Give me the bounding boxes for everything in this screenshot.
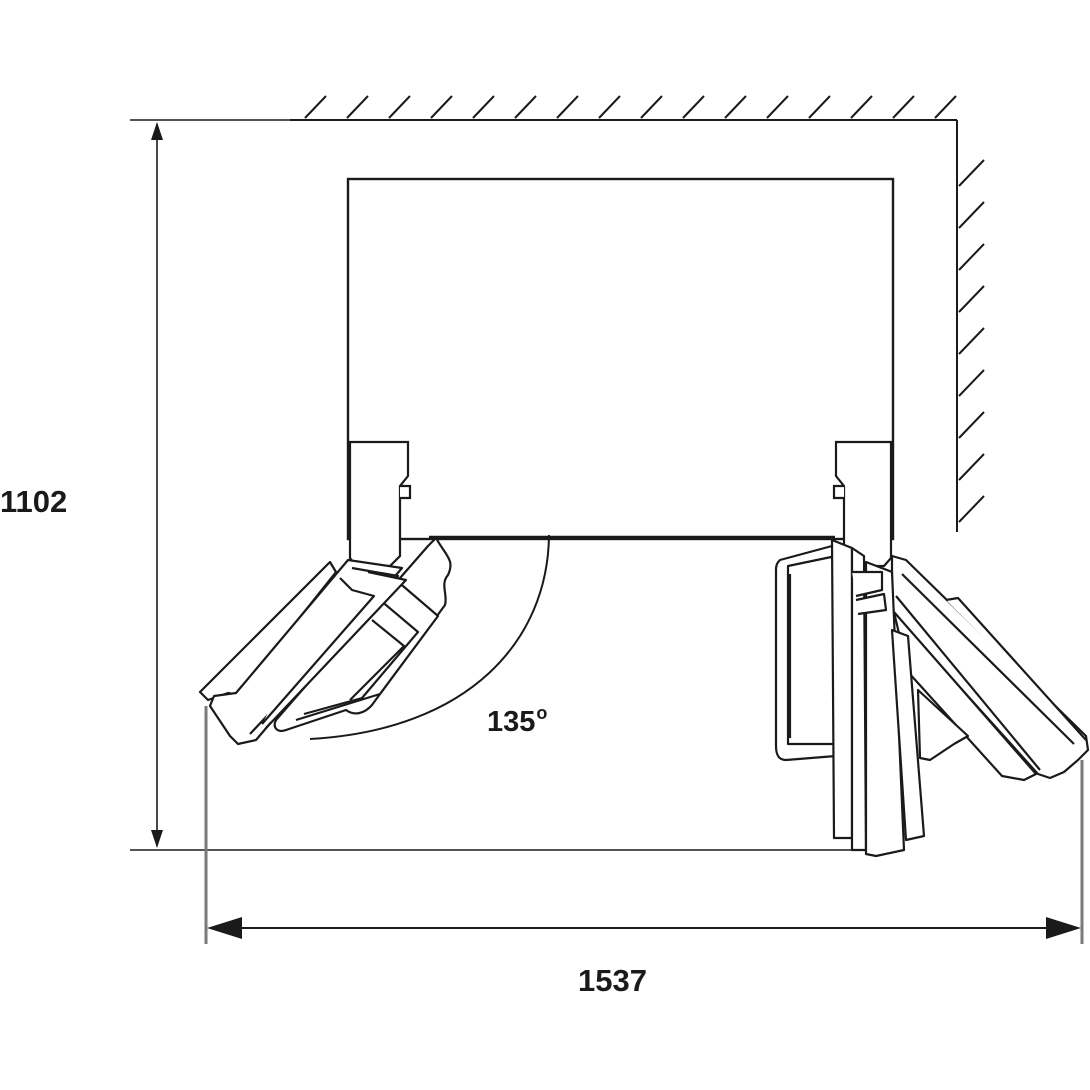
left-hinge xyxy=(348,440,412,568)
fridge-cabinet xyxy=(346,177,895,541)
right-hinge xyxy=(832,440,893,568)
door-angle-label: 135o xyxy=(487,703,547,739)
width-dimension-label: 1537 xyxy=(578,963,647,998)
left-door xyxy=(198,536,452,746)
degree-symbol: o xyxy=(536,703,548,723)
side-wall-hatching xyxy=(956,120,985,532)
width-dimension xyxy=(204,706,1084,944)
door-angle-value: 135 xyxy=(487,706,536,738)
height-dimension xyxy=(130,119,865,851)
right-door xyxy=(774,538,1090,858)
back-wall-hatching xyxy=(290,95,957,121)
height-dimension-label: 1102 xyxy=(0,484,68,519)
angle-arc xyxy=(309,534,550,740)
